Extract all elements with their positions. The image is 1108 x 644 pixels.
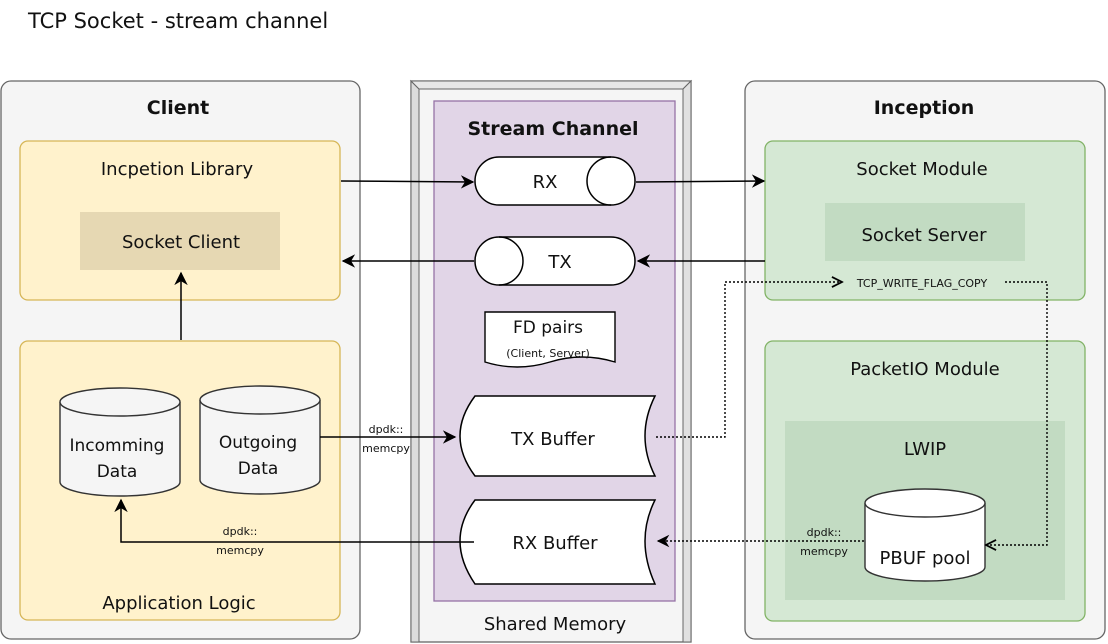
- fd-pairs-sublabel: (Client, Server): [506, 347, 590, 360]
- tx-buffer: [459, 395, 657, 477]
- tcp-flag-to-pbuf-dotted: [986, 281, 1048, 545]
- tx-queue-label: TX: [547, 252, 571, 273]
- outgoing-data-cylinder: [199, 385, 321, 495]
- memcpy-tx-line2: memcpy: [362, 442, 410, 455]
- rx-to-socket-module-arrow: [635, 174, 766, 188]
- memcpy-rx-line2: memcpy: [216, 544, 264, 557]
- socket-module-label: Socket Module: [856, 159, 987, 180]
- tx-queue: [474, 236, 636, 286]
- memcpy-pbuf-line1: dpdk::: [807, 526, 842, 539]
- incoming-data-cylinder: [59, 387, 181, 497]
- tcp-write-flag-label: TCP_WRITE_FLAG_COPY: [856, 277, 988, 290]
- rx-queue-label: RX: [533, 172, 558, 193]
- socket-server-box: [825, 203, 1025, 261]
- packetio-module-label: PacketIO Module: [850, 359, 1000, 380]
- inception-label: Inception: [874, 97, 975, 119]
- stream-channel-label: Stream Channel: [468, 118, 639, 140]
- fd-pairs-box: [484, 311, 616, 368]
- memcpy-pbuf-line2: memcpy: [800, 545, 848, 558]
- memcpy-tx-line1: dpdk::: [369, 423, 404, 436]
- outgoing-data-line2: Data: [238, 459, 279, 479]
- fd-pairs-label: FD pairs: [513, 318, 583, 338]
- tx-buffer-label: TX Buffer: [510, 429, 595, 450]
- incoming-data-line2: Data: [97, 462, 138, 482]
- client-label: Client: [147, 97, 209, 119]
- memcpy-rx-line1: dpdk::: [223, 525, 258, 538]
- inception-library-label: Incpetion Library: [101, 159, 254, 180]
- socket-client-box: [80, 212, 280, 270]
- lwip-label: LWIP: [904, 439, 946, 460]
- rx-buffer: [459, 499, 657, 585]
- rx-buffer-to-incoming-arrow: [114, 498, 474, 543]
- rx-buffer-label: RX Buffer: [512, 533, 598, 554]
- socket-client-label: Socket Client: [122, 232, 240, 253]
- incoming-data-line1: Incomming: [70, 436, 165, 456]
- outgoing-data-line1: Outgoing: [219, 433, 297, 453]
- application-logic-label: Application Logic: [102, 593, 255, 614]
- pbuf-pool-cylinder: [864, 488, 986, 582]
- page-title: TCP Socket - stream channel: [27, 9, 328, 33]
- pbuf-pool-label: PBUF pool: [880, 548, 971, 569]
- shared-memory-label: Shared Memory: [484, 614, 627, 635]
- socket-server-label: Socket Server: [862, 225, 988, 246]
- library-to-rx-arrow: [340, 175, 475, 189]
- rx-queue: [474, 156, 636, 206]
